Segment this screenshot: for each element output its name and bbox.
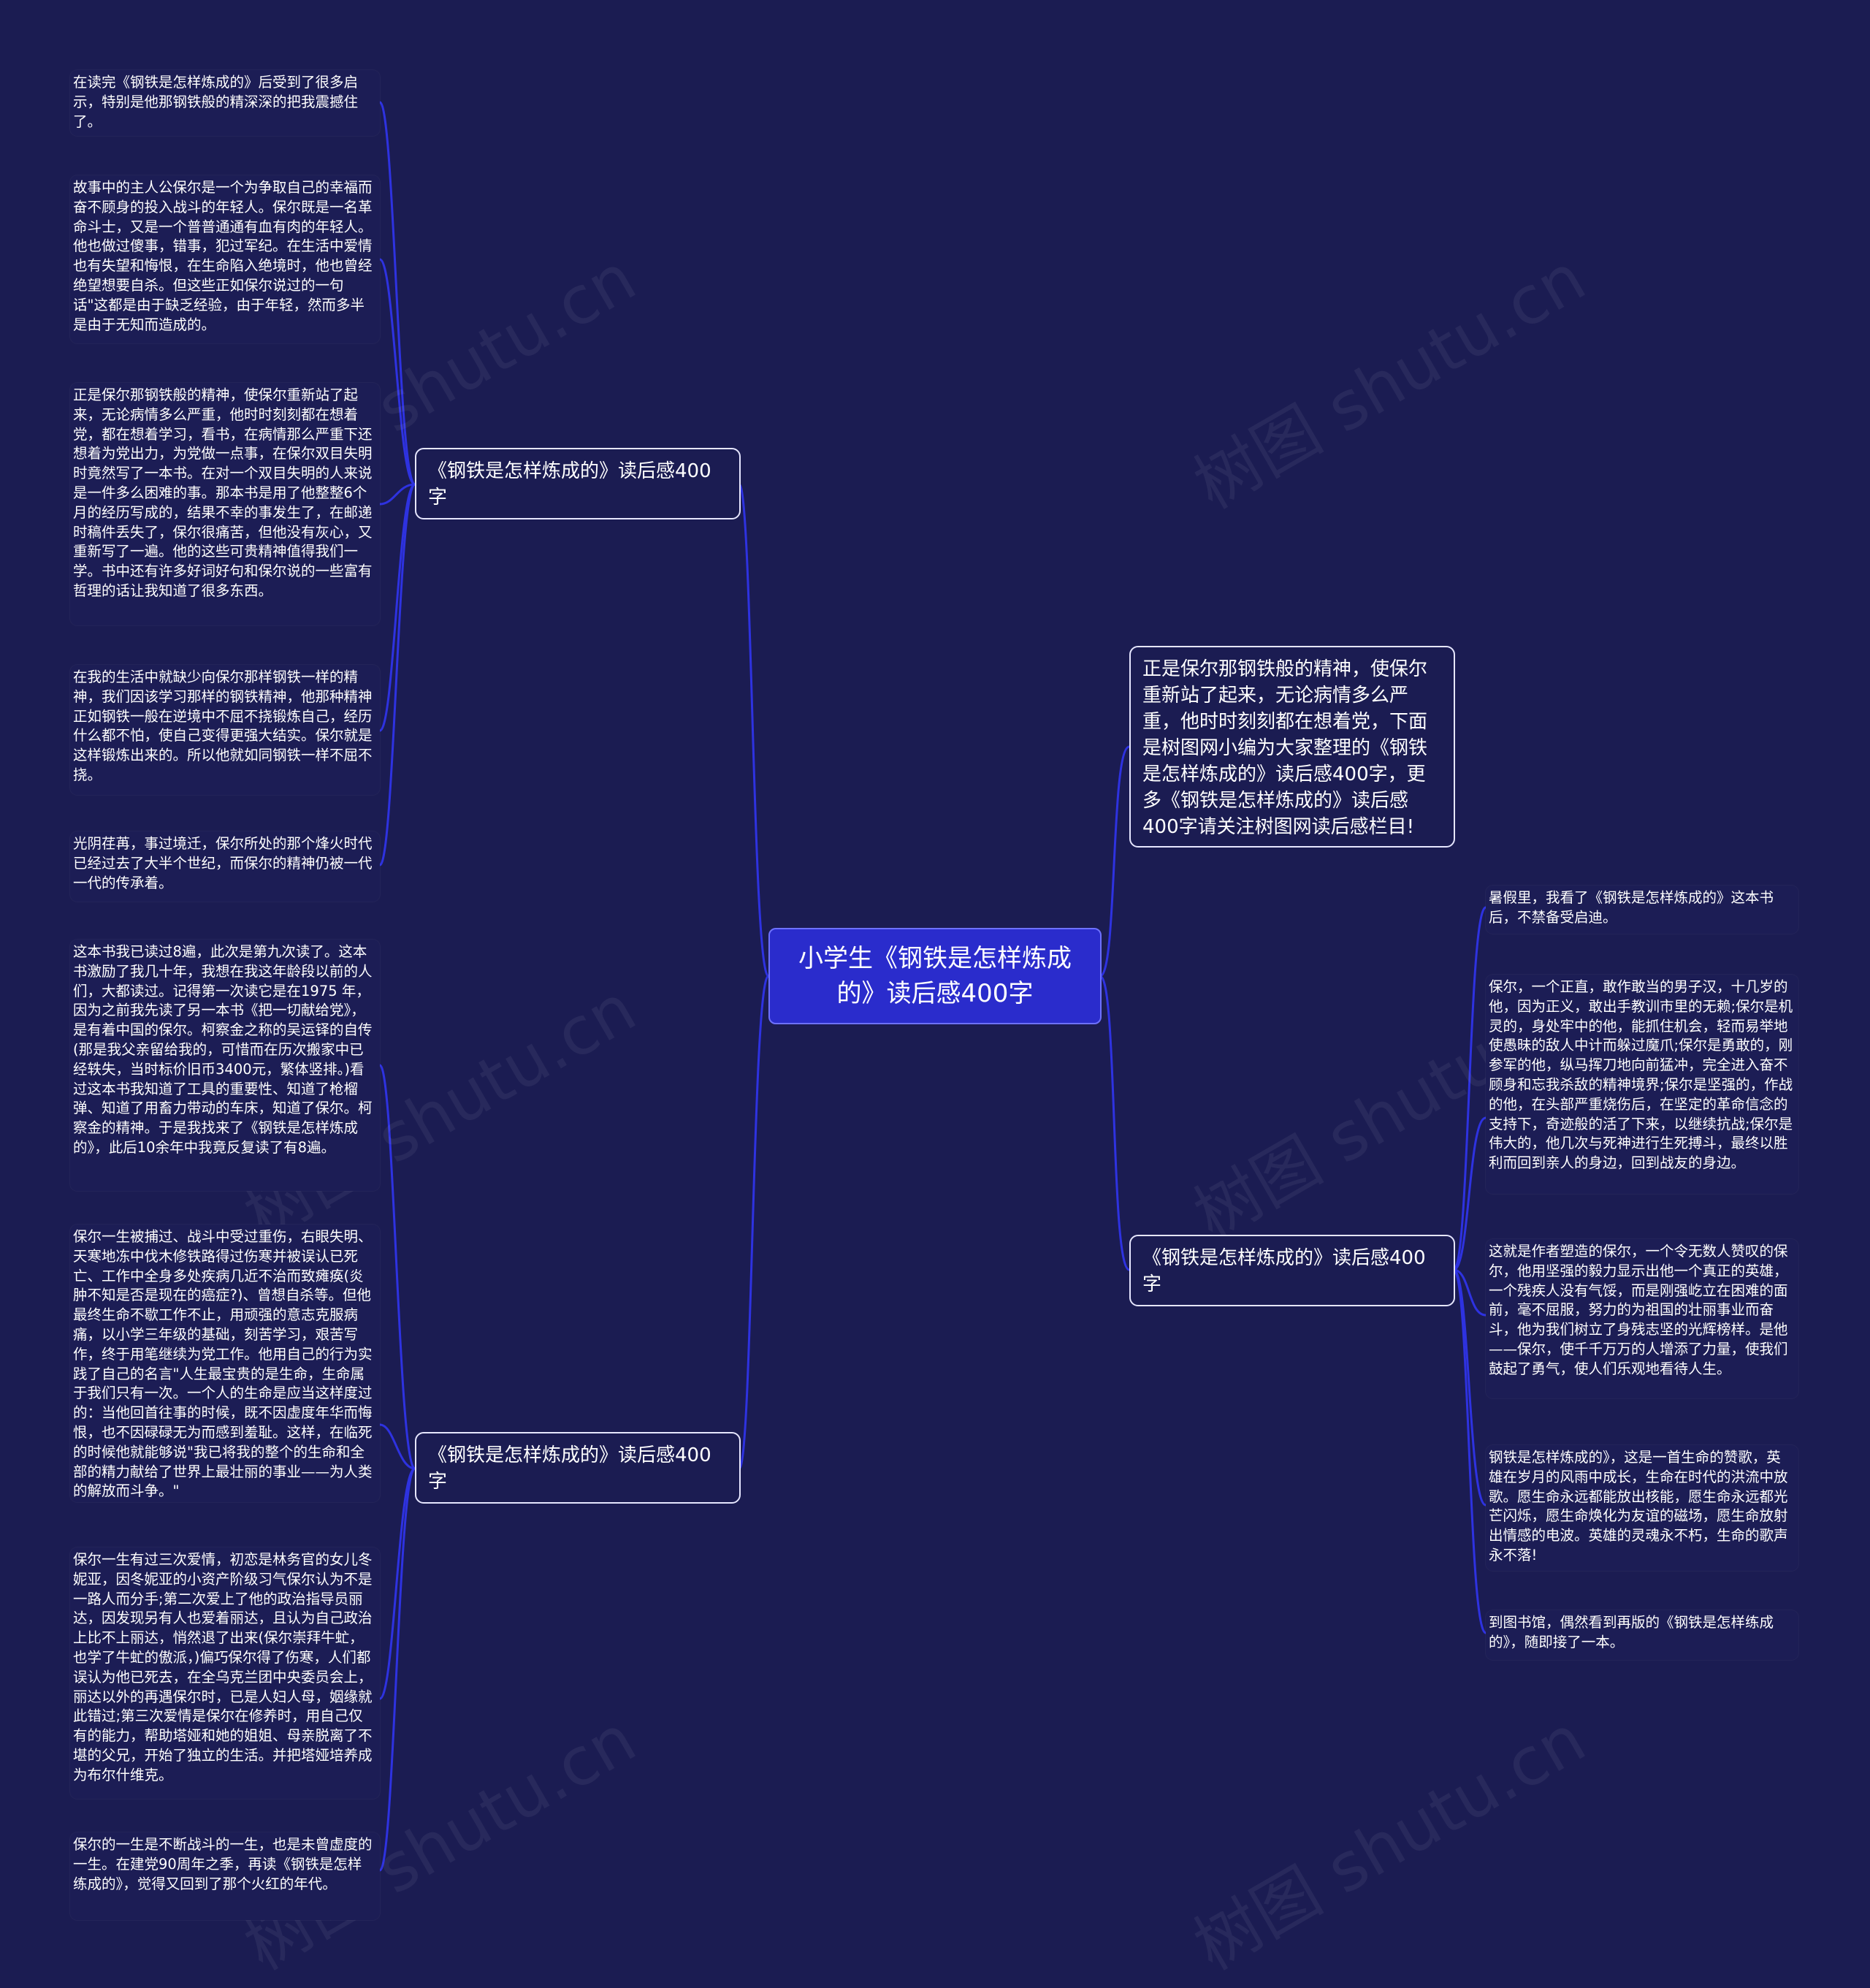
connector-lt-1 bbox=[378, 101, 416, 486]
connector-rb-5 bbox=[1452, 1268, 1487, 1634]
branch-label: 《钢铁是怎样炼成的》读后感400字 bbox=[428, 1444, 711, 1493]
leaf-text: 保尔的一生是不断战斗的一生，也是未曾虚度的一生。在建党90周年之季，再读《钢铁是… bbox=[73, 1836, 373, 1892]
leaf-node[interactable]: 光阴荏苒，事过境迁，保尔所处的那个烽火时代已经过去了大半个世纪，而保尔的精神仍被… bbox=[70, 831, 380, 902]
root-node[interactable]: 小学生《钢铁是怎样炼成的》读后感400字 bbox=[768, 928, 1102, 1024]
connector-lt-3 bbox=[379, 483, 416, 506]
leaf-node[interactable]: 暑假里，我看了《钢铁是怎样炼成的》这本书后，不禁备受启迪。 bbox=[1486, 886, 1798, 934]
connector-root-right-bottom bbox=[1099, 975, 1130, 1271]
leaf-text: 保尔一生被捕过、战斗中受过重伤，右眼失明、天寒地冻中伐木修铁路得过伤寒并被误认已… bbox=[73, 1228, 373, 1500]
connector-rb-3 bbox=[1453, 1268, 1487, 1317]
leaf-node[interactable]: 正是保尔那钢铁般的精神，使保尔重新站了起来，无论病情多么严重，他时时刻刻都在想着… bbox=[70, 383, 380, 625]
leaf-text: 保尔，一个正直，敢作敢当的男子汉，十几岁的他，因为正义，敢出手教训市里的无赖;保… bbox=[1489, 978, 1793, 1172]
connector-lt-5 bbox=[378, 483, 416, 867]
leaf-text: 正是保尔那钢铁般的精神，使保尔重新站了起来，无论病情多么严重，他时时刻刻都在想着… bbox=[73, 386, 373, 599]
connector-root-left-top bbox=[738, 483, 770, 978]
leaf-text: 光阴荏苒，事过境迁，保尔所处的那个烽火时代已经过去了大半个世纪，而保尔的精神仍被… bbox=[73, 835, 373, 891]
connector-lt-2 bbox=[378, 258, 416, 486]
connector-root-left-bottom bbox=[738, 975, 770, 1470]
connector-rb-1 bbox=[1452, 906, 1487, 1271]
leaf-text: 暑假里，我看了《钢铁是怎样炼成的》这本书后，不禁备受启迪。 bbox=[1489, 889, 1774, 926]
leaf-text: 钢铁是怎样炼成的》，这是一首生命的赞歌，英雄在岁月的风雨中成长，生命在时代的洪流… bbox=[1489, 1449, 1788, 1564]
branch-label: 正是保尔那钢铁般的精神，使保尔重新站了起来，无论病情多么严重，他时时刻刻都在想着… bbox=[1142, 658, 1428, 838]
connector-rb-2 bbox=[1453, 1116, 1487, 1271]
branch-label: 《钢铁是怎样炼成的》读后感400字 bbox=[1142, 1247, 1426, 1295]
branch-right-bottom[interactable]: 《钢铁是怎样炼成的》读后感400字 bbox=[1129, 1235, 1455, 1306]
connector-lt-4 bbox=[378, 483, 416, 732]
leaf-node[interactable]: 这就是作者塑造的保尔，一个令无数人赞叹的保尔，他用坚强的毅力显示出他一个真正的英… bbox=[1486, 1239, 1798, 1398]
leaf-node[interactable]: 保尔的一生是不断战斗的一生，也是未曾虚度的一生。在建党90周年之季，再读《钢铁是… bbox=[70, 1832, 380, 1920]
leaf-node[interactable]: 到图书馆，偶然看到再版的《钢铁是怎样练成的》，随即接了一本。 bbox=[1486, 1610, 1798, 1660]
leaf-text: 到图书馆，偶然看到再版的《钢铁是怎样练成的》，随即接了一本。 bbox=[1489, 1614, 1774, 1650]
root-title: 小学生《钢铁是怎样炼成的》读后感400字 bbox=[798, 944, 1072, 1008]
leaf-text: 在读完《钢铁是怎样炼成的》后受到了很多启示，特别是他那钢铁般的精深深的把我震撼住… bbox=[73, 74, 359, 130]
branch-label: 《钢铁是怎样炼成的》读后感400字 bbox=[428, 460, 711, 509]
connector-lb-2 bbox=[379, 1423, 416, 1470]
leaf-node[interactable]: 钢铁是怎样炼成的》，这是一首生命的赞歌，英雄在岁月的风雨中成长，生命在时代的洪流… bbox=[1486, 1445, 1798, 1571]
connector-root-right-top bbox=[1099, 745, 1130, 978]
leaf-node[interactable]: 保尔一生被捕过、战斗中受过重伤，右眼失明、天寒地冻中伐木修铁路得过伤寒并被误认已… bbox=[70, 1225, 380, 1502]
connector-lb-3 bbox=[378, 1467, 416, 1700]
leaf-node[interactable]: 保尔一生有过三次爱情，初恋是林务官的女儿冬妮亚，因冬妮亚的小资产阶级习气保尔认为… bbox=[70, 1547, 380, 1799]
leaf-text: 这就是作者塑造的保尔，一个令无数人赞叹的保尔，他用坚强的毅力显示出他一个真正的英… bbox=[1489, 1243, 1788, 1377]
connector-lb-1 bbox=[378, 1064, 416, 1470]
leaf-text: 这本书我已读过8遍，此次是第九次读了。这本书激励了我几十年，我想在我这年龄段以前… bbox=[73, 943, 373, 1156]
leaf-node[interactable]: 在我的生活中就缺少向保尔那样钢铁一样的精神，我们因该学习那样的钢铁精神，他那种精… bbox=[70, 665, 380, 795]
leaf-text: 保尔一生有过三次爱情，初恋是林务官的女儿冬妮亚，因冬妮亚的小资产阶级习气保尔认为… bbox=[73, 1551, 373, 1783]
leaf-node[interactable]: 保尔，一个正直，敢作敢当的男子汉，十几岁的他，因为正义，敢出手教训市里的无赖;保… bbox=[1486, 975, 1798, 1194]
leaf-text: 故事中的主人公保尔是一个为争取自己的幸福而奋不顾身的投入战斗的年轻人。保尔既是一… bbox=[73, 179, 373, 333]
leaf-text: 在我的生活中就缺少向保尔那样钢铁一样的精神，我们因该学习那样的钢铁精神，他那种精… bbox=[73, 669, 373, 783]
connector-lb-4 bbox=[378, 1467, 416, 1872]
branch-left-top[interactable]: 《钢铁是怎样炼成的》读后感400字 bbox=[415, 448, 741, 519]
leaf-node[interactable]: 在读完《钢铁是怎样炼成的》后受到了很多启示，特别是他那钢铁般的精深深的把我震撼住… bbox=[70, 70, 380, 136]
leaf-node[interactable]: 故事中的主人公保尔是一个为争取自己的幸福而奋不顾身的投入战斗的年轻人。保尔既是一… bbox=[70, 175, 380, 343]
branch-right-top[interactable]: 正是保尔那钢铁般的精神，使保尔重新站了起来，无论病情多么严重，他时时刻刻都在想着… bbox=[1129, 646, 1455, 848]
leaf-node[interactable]: 这本书我已读过8遍，此次是第九次读了。这本书激励了我几十年，我想在我这年龄段以前… bbox=[70, 940, 380, 1191]
branch-left-bottom[interactable]: 《钢铁是怎样炼成的》读后感400字 bbox=[415, 1432, 741, 1504]
